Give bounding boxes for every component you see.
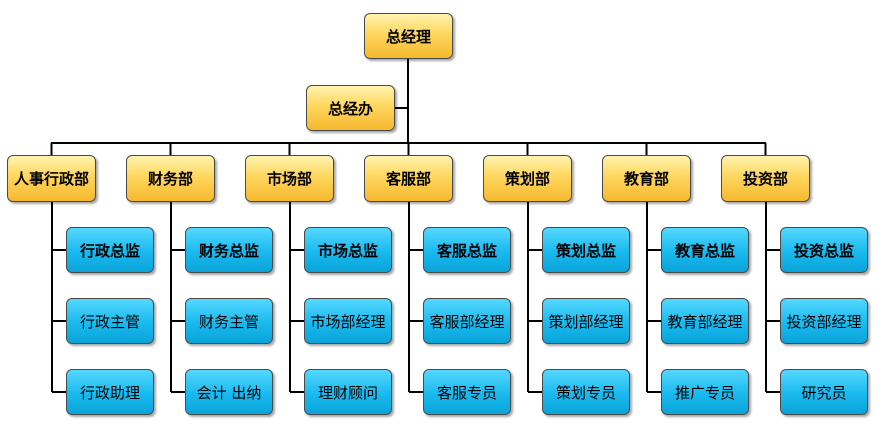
assistant-node: 总经办 [306,85,395,131]
role-node-finance-1: 财务总监 [185,227,273,273]
role-node-investment-1: 投资总监 [780,227,868,273]
role-node-finance-3: 会计 出纳 [185,369,273,415]
role-node-customer-service-3: 客服专员 [423,369,511,415]
role-node-planning-2: 策划部经理 [542,298,630,344]
dept-node-planning: 策划部 [483,155,572,202]
top-node: 总经理 [364,13,453,59]
role-node-education-3: 推广专员 [661,369,749,415]
role-node-customer-service-2: 客服部经理 [423,298,511,344]
role-node-education-2: 教育部经理 [661,298,749,344]
dept-node-finance: 财务部 [126,155,215,202]
role-node-education-1: 教育总监 [661,227,749,273]
role-node-investment-2: 投资部经理 [780,298,868,344]
dept-node-marketing: 市场部 [245,155,334,202]
role-node-planning-3: 策划专员 [542,369,630,415]
role-node-investment-3: 研究员 [780,369,868,415]
dept-node-investment: 投资部 [721,155,810,202]
role-node-customer-service-1: 客服总监 [423,227,511,273]
role-node-hr-admin-3: 行政助理 [66,369,154,415]
dept-node-education: 教育部 [602,155,691,202]
role-node-hr-admin-2: 行政主管 [66,298,154,344]
role-node-planning-1: 策划总监 [542,227,630,273]
role-node-hr-admin-1: 行政总监 [66,227,154,273]
role-node-marketing-2: 市场部经理 [304,298,392,344]
role-node-marketing-1: 市场总监 [304,227,392,273]
role-node-marketing-3: 理财顾问 [304,369,392,415]
dept-node-customer-service: 客服部 [364,155,453,202]
dept-node-hr-admin: 人事行政部 [7,155,96,202]
role-node-finance-2: 财务主管 [185,298,273,344]
